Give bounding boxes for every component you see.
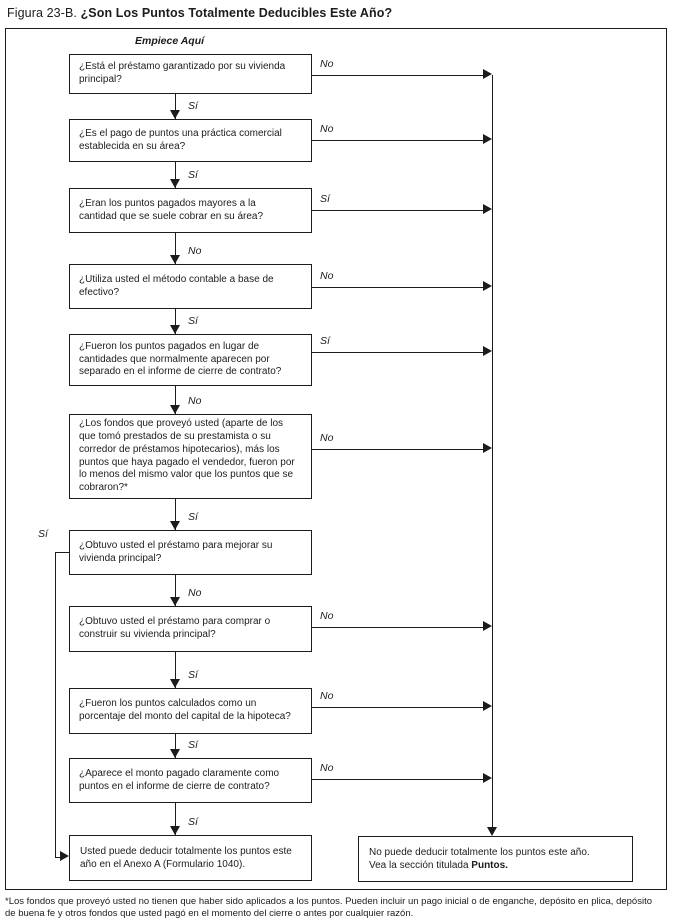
result-box-not-deductible: No puede deducir totalmente los puntos e… <box>358 836 633 882</box>
connector-line <box>175 803 177 835</box>
question-text: ¿Obtuvo usted el préstamo para comprar o… <box>79 616 271 640</box>
down-branch-label: Sí <box>188 100 198 112</box>
down-arrowhead-icon <box>170 521 180 530</box>
right-arrowhead-icon <box>483 204 492 214</box>
question-text: ¿Fueron los puntos calculados como un po… <box>79 698 291 722</box>
question-box-10: ¿Aparece el monto pagado claramente como… <box>69 758 312 803</box>
right-arrowhead-icon <box>483 773 492 783</box>
question-box-6: ¿Los fondos que proveyó usted (aparte de… <box>69 414 312 499</box>
down-branch-label: No <box>188 245 202 257</box>
down-branch-label: No <box>188 395 202 407</box>
right-branch-label: No <box>320 610 334 622</box>
right-arrowhead-icon <box>483 69 492 79</box>
connector-line <box>175 93 177 119</box>
start-here-label: Empiece Aquí <box>135 35 205 47</box>
connector-line <box>175 575 177 606</box>
left-branch-label: Sí <box>38 528 48 540</box>
connector-line <box>311 449 485 451</box>
right-arrowhead-icon <box>483 281 492 291</box>
down-arrowhead-icon <box>170 255 180 264</box>
down-branch-label: No <box>188 587 202 599</box>
right-branch-label: No <box>320 123 334 135</box>
question-text: ¿Aparece el monto pagado claramente como… <box>79 767 280 792</box>
result-text: No puede deducir totalmente los puntos e… <box>359 846 632 872</box>
right-branch-label: Sí <box>320 193 330 205</box>
down-branch-label: Sí <box>188 816 198 828</box>
connector-line <box>311 210 485 212</box>
question-text: ¿Eran los puntos pagados mayores a la ca… <box>79 197 264 222</box>
figure-number: Figura 23-B. <box>7 6 77 20</box>
flowchart-border <box>5 28 667 890</box>
down-branch-label: Sí <box>188 315 198 327</box>
down-arrowhead-icon <box>170 826 180 835</box>
connector-line <box>311 140 485 142</box>
connector-line <box>175 652 177 688</box>
question-box-8: ¿Obtuvo usted el préstamo para comprar o… <box>69 606 312 652</box>
connector-line <box>175 161 177 188</box>
down-branch-label: Sí <box>188 511 198 523</box>
down-arrowhead-icon <box>170 110 180 119</box>
down-arrowhead-icon <box>170 405 180 414</box>
result-line-2: Vea la sección titulada Puntos. <box>369 860 508 871</box>
right-arrowhead-icon <box>483 701 492 711</box>
right-arrowhead-icon <box>483 346 492 356</box>
connector-line <box>55 552 69 554</box>
question-box-1: ¿Está el préstamo garantizado por su viv… <box>69 54 312 94</box>
question-box-7: ¿Obtuvo usted el préstamo para mejorar s… <box>69 530 312 575</box>
right-branch-label: No <box>320 270 334 282</box>
question-box-5: ¿Fueron los puntos pagados en lugar de c… <box>69 334 312 386</box>
result-line-1: No puede deducir totalmente los puntos e… <box>369 847 590 858</box>
down-arrowhead-icon <box>170 679 180 688</box>
down-branch-label: Sí <box>188 739 198 751</box>
right-arrowhead-icon <box>483 443 492 453</box>
connector-line <box>311 75 485 77</box>
question-box-4: ¿Utiliza usted el método contable a base… <box>69 264 312 309</box>
connector-line <box>175 498 177 530</box>
question-text: ¿Obtuvo usted el préstamo para mejorar s… <box>79 539 273 564</box>
question-box-2: ¿Es el pago de puntos una práctica comer… <box>69 119 312 162</box>
right-branch-label: No <box>320 762 334 774</box>
question-text: ¿Fueron los puntos pagados en lugar de c… <box>79 340 282 378</box>
down-arrowhead-icon <box>170 749 180 758</box>
question-box-9: ¿Fueron los puntos calculados como un po… <box>69 688 312 734</box>
right-branch-label: No <box>320 432 334 444</box>
question-box-3: ¿Eran los puntos pagados mayores a la ca… <box>69 188 312 233</box>
question-text: ¿Los fondos que proveyó usted (aparte de… <box>79 418 295 494</box>
question-text: ¿Es el pago de puntos una práctica comer… <box>79 127 282 152</box>
right-arrowhead-icon <box>483 621 492 631</box>
right-branch-label: No <box>320 690 334 702</box>
down-arrowhead-icon <box>170 325 180 334</box>
connector-line <box>175 232 177 264</box>
footnote: *Los fondos que proveyó usted no tienen … <box>5 896 652 919</box>
figure-title: Figura 23-B. ¿Son Los Puntos Totalmente … <box>7 6 392 20</box>
connector-line <box>175 734 177 758</box>
down-branch-label: Sí <box>188 669 198 681</box>
connector-line <box>175 385 177 414</box>
result-text: Usted puede deducir totalmente los punto… <box>80 846 292 870</box>
collector-line <box>492 75 494 828</box>
puntos-reference: Puntos. <box>471 860 508 871</box>
connector-line <box>55 552 57 858</box>
connector-line <box>311 287 485 289</box>
connector-line <box>311 707 485 709</box>
down-arrowhead-icon <box>170 597 180 606</box>
down-branch-label: Sí <box>188 169 198 181</box>
down-arrowhead-icon <box>487 827 497 836</box>
down-arrowhead-icon <box>170 179 180 188</box>
connector-line <box>311 627 485 629</box>
connector-line <box>175 308 177 334</box>
connector-line <box>311 779 485 781</box>
question-text: ¿Está el préstamo garantizado por su viv… <box>79 61 286 85</box>
question-text: ¿Utiliza usted el método contable a base… <box>79 273 274 298</box>
right-branch-label: Sí <box>320 335 330 347</box>
connector-line <box>55 857 62 859</box>
result-box-deductible: Usted puede deducir totalmente los punto… <box>69 835 312 881</box>
right-arrowhead-icon <box>60 851 69 861</box>
right-branch-label: No <box>320 58 334 70</box>
figure-heading: ¿Son Los Puntos Totalmente Deducibles Es… <box>80 6 393 20</box>
right-arrowhead-icon <box>483 134 492 144</box>
connector-line <box>311 352 485 354</box>
